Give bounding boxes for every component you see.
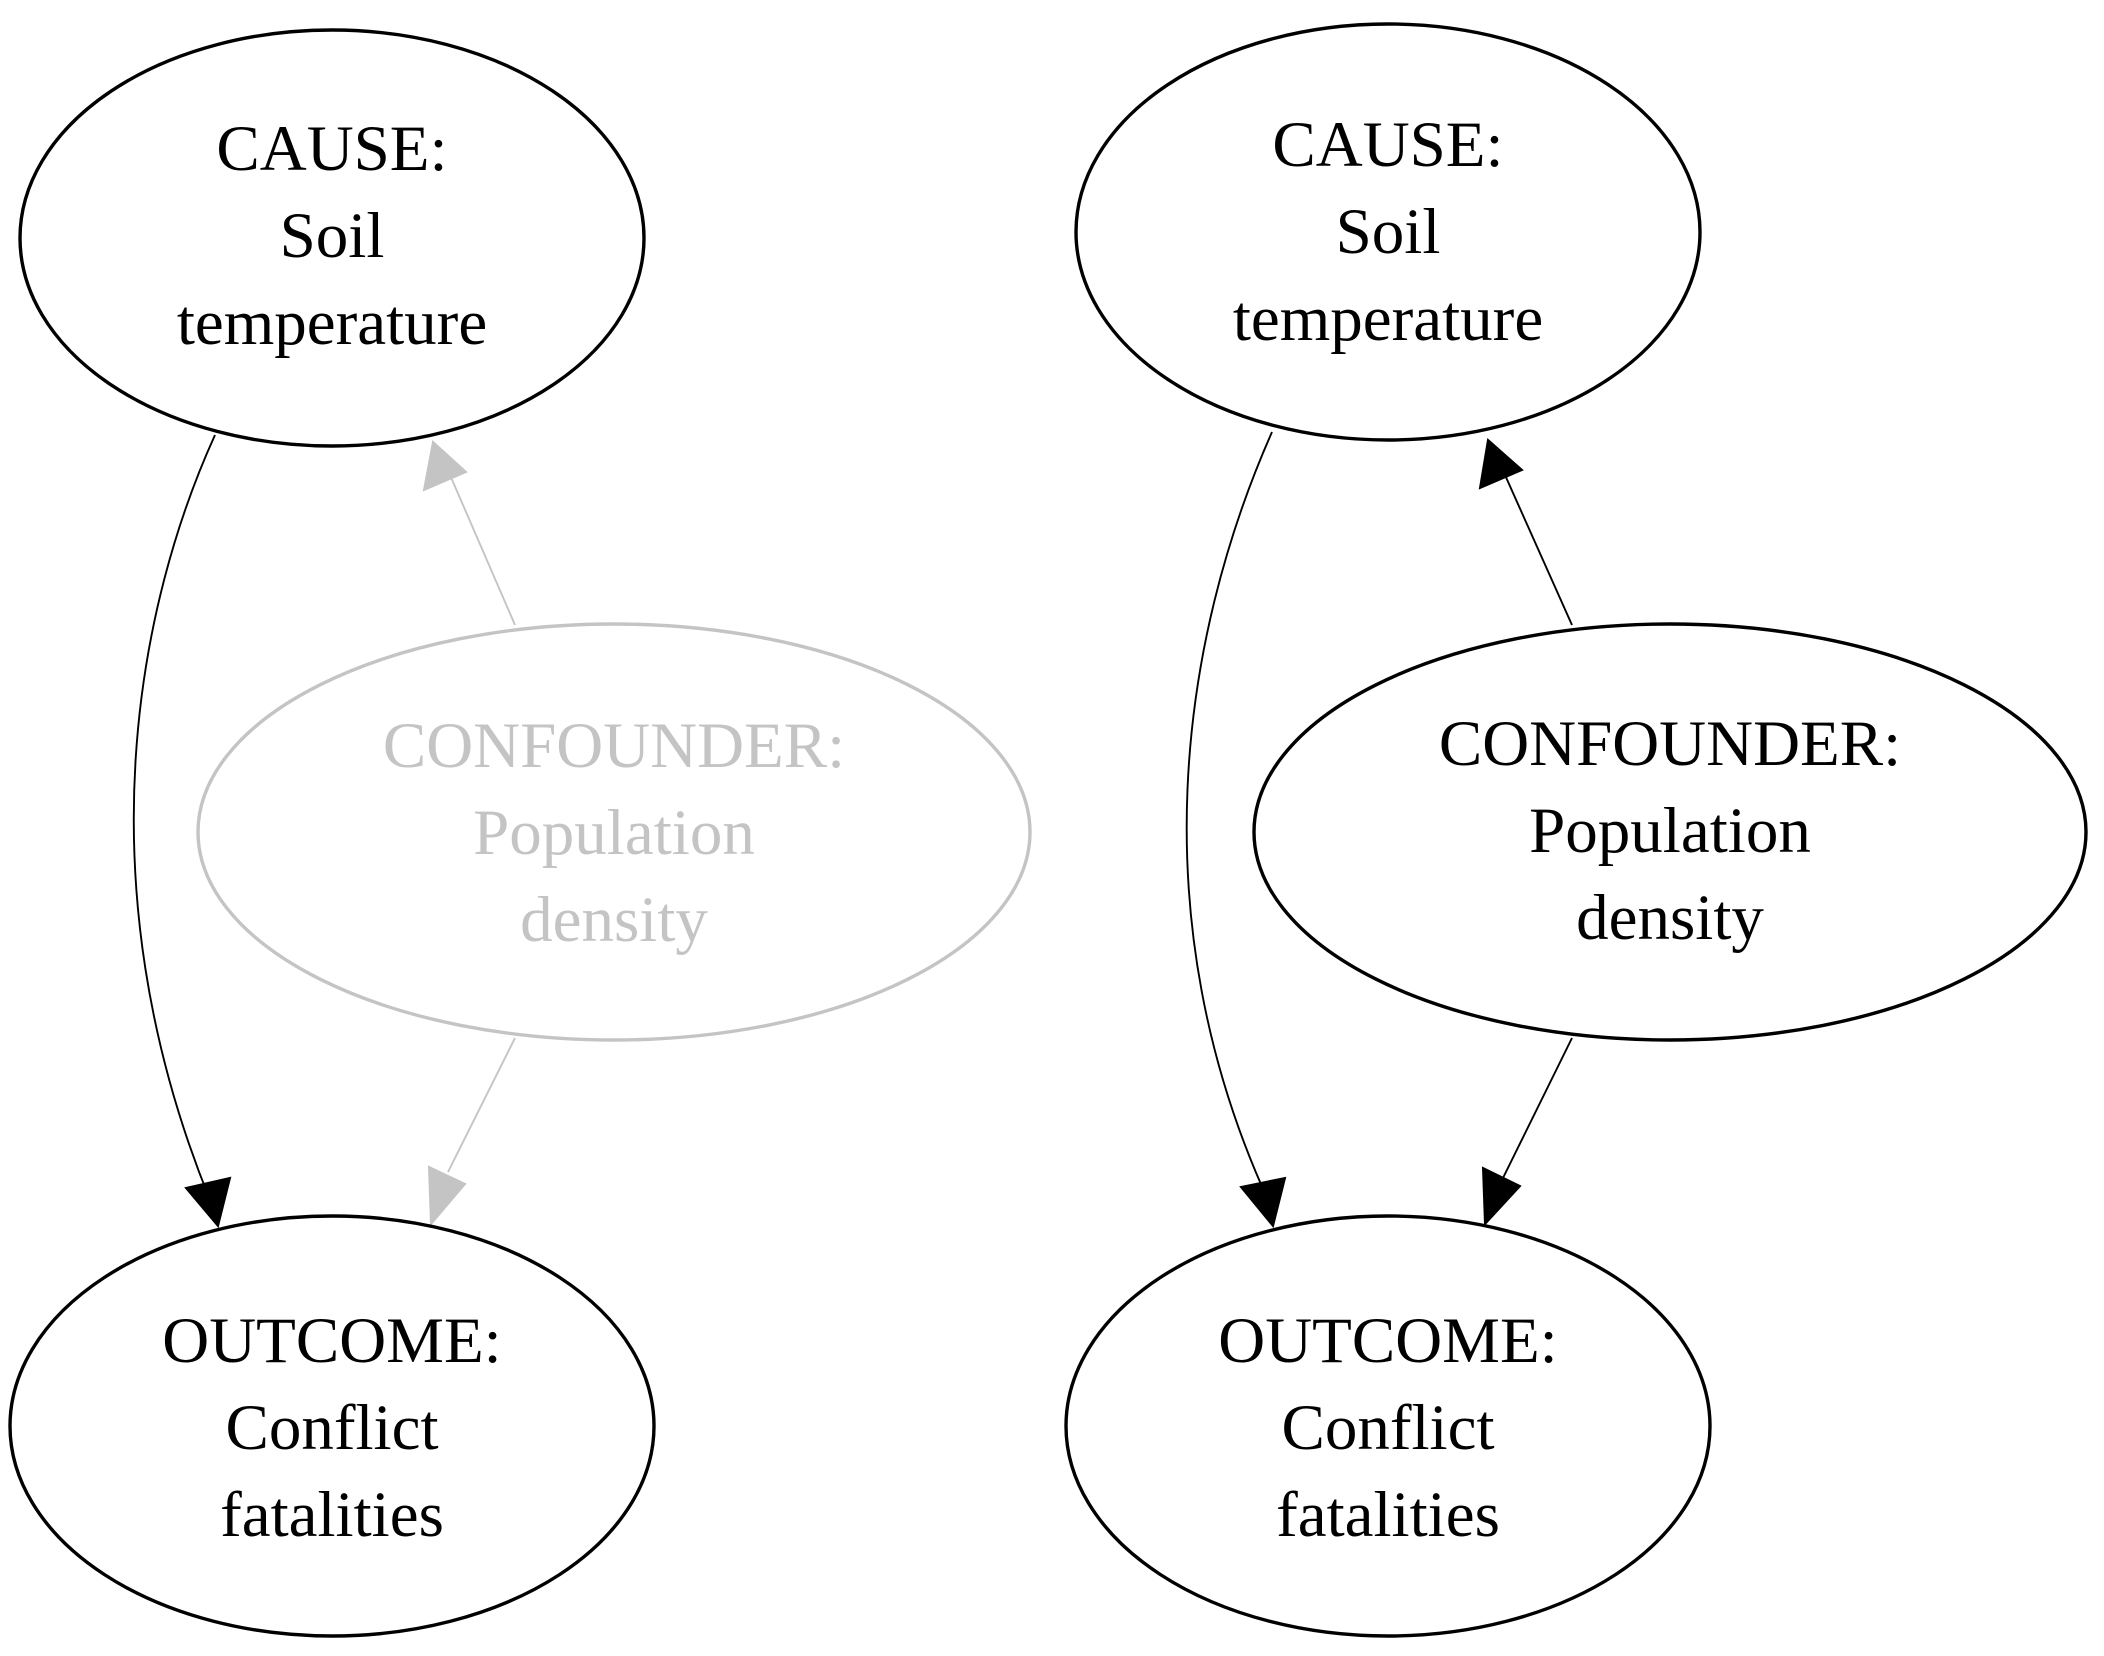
cause-node-line-2: Soil [280,200,385,272]
cause-node-line-3: temperature [1233,283,1543,355]
outcome-node-line-2: Conflict [225,1392,438,1464]
arrowhead-confounder-to-outcome [427,1165,467,1227]
edge-confounder-to-outcome [447,1037,516,1173]
cause-node-line-1: CAUSE: [216,113,447,185]
panel-without-confounder: CAUSE: Soil temperature CONFOUNDER: Popu… [8,28,1032,1638]
arrowhead-cause-to-outcome [184,1176,232,1229]
confounder-node: CONFOUNDER: Population density [196,622,1032,1042]
confounder-node-line-2: Population [473,797,755,869]
confounder-node-line-2: Population [1529,795,1811,867]
edge-confounder-to-outcome [1501,1037,1573,1181]
edge-confounder-to-cause [449,474,516,626]
confounder-node-line-1: CONFOUNDER: [383,710,845,782]
cause-node-line-2: Soil [1336,196,1441,268]
cause-node: CAUSE: Soil temperature [18,28,646,448]
panel-with-confounder: CAUSE: Soil temperature CONFOUNDER: Popu… [1064,22,2088,1638]
outcome-node-line-2: Conflict [1281,1392,1494,1464]
confounder-node: CONFOUNDER: Population density [1252,622,2088,1042]
outcome-node: OUTCOME: Conflict fatalities [1064,1214,1712,1638]
outcome-node-line-3: fatalities [1276,1479,1500,1551]
edge-confounder-to-cause [1504,474,1573,626]
cause-node: CAUSE: Soil temperature [1074,22,1702,442]
cause-node-line-1: CAUSE: [1272,109,1503,181]
arrowhead-confounder-to-cause [1478,438,1524,490]
arrowhead-cause-to-outcome [1239,1176,1287,1229]
confounder-node-line-3: density [520,884,708,956]
outcome-node: OUTCOME: Conflict fatalities [8,1214,656,1638]
cause-node-line-3: temperature [177,287,487,359]
confounder-node-line-3: density [1576,882,1764,954]
outcome-node-line-1: OUTCOME: [1218,1305,1557,1377]
outcome-node-line-3: fatalities [220,1479,444,1551]
arrowhead-confounder-to-cause [422,440,468,492]
arrowhead-confounder-to-outcome [1481,1166,1522,1227]
confounder-node-line-1: CONFOUNDER: [1439,708,1901,780]
outcome-node-line-1: OUTCOME: [162,1305,501,1377]
edge-cause-to-outcome [1185,431,1273,1201]
edge-cause-to-outcome [132,434,216,1201]
